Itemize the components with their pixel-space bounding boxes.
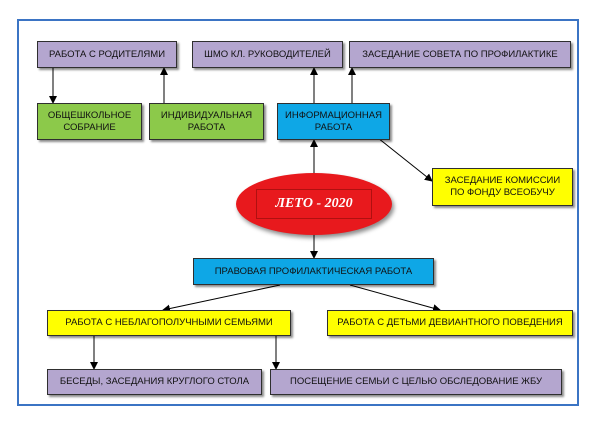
box-general-meeting: ОБЩЕШКОЛЬНОЕ СОБРАНИЕ bbox=[37, 103, 142, 140]
arrow-legal-to-families bbox=[162, 284, 281, 313]
box-families: РАБОТА С НЕБЛАГОПОЛУЧНЫМИ СЕМЬЯМИ bbox=[47, 310, 291, 336]
center-title: ЛЕТО - 2020 bbox=[256, 189, 372, 219]
box-parents: РАБОТА С РОДИТЕЛЯМИ bbox=[37, 41, 177, 68]
box-shmo: ШМО КЛ. РУКОВОДИТЕЛЕЙ bbox=[192, 41, 343, 68]
center-oval: ЛЕТО - 2020 bbox=[236, 173, 392, 235]
box-individual: ИНДИВИДУАЛЬНАЯ РАБОТА bbox=[149, 103, 264, 140]
box-visit: ПОСЕЩЕНИЕ СЕМЬИ С ЦЕЛЬЮ ОБСЛЕДОВАНИЕ ЖБУ bbox=[270, 369, 562, 395]
box-council: ЗАСЕДАНИЕ СОВЕТА ПО ПРОФИЛАКТИКЕ bbox=[349, 41, 571, 68]
box-commission: ЗАСЕДАНИЕ КОМИССИИ ПО ФОНДУ ВСЕОБУЧУ bbox=[432, 168, 573, 206]
box-talks: БЕСЕДЫ, ЗАСЕДАНИЯ КРУГЛОГО СТОЛА bbox=[47, 369, 262, 395]
arrow-legal-to-deviant bbox=[349, 284, 441, 312]
diagram-frame bbox=[17, 19, 579, 406]
box-info: ИНФОРМАЦИОННАЯ РАБОТА bbox=[277, 103, 390, 140]
arrow-info-to-commission bbox=[377, 137, 433, 182]
box-deviant: РАБОТА С ДЕТЬМИ ДЕВИАНТНОГО ПОВЕДЕНИЯ bbox=[327, 310, 573, 336]
box-legal: ПРАВОВАЯ ПРОФИЛАКТИЧЕСКАЯ РАБОТА bbox=[193, 258, 434, 285]
